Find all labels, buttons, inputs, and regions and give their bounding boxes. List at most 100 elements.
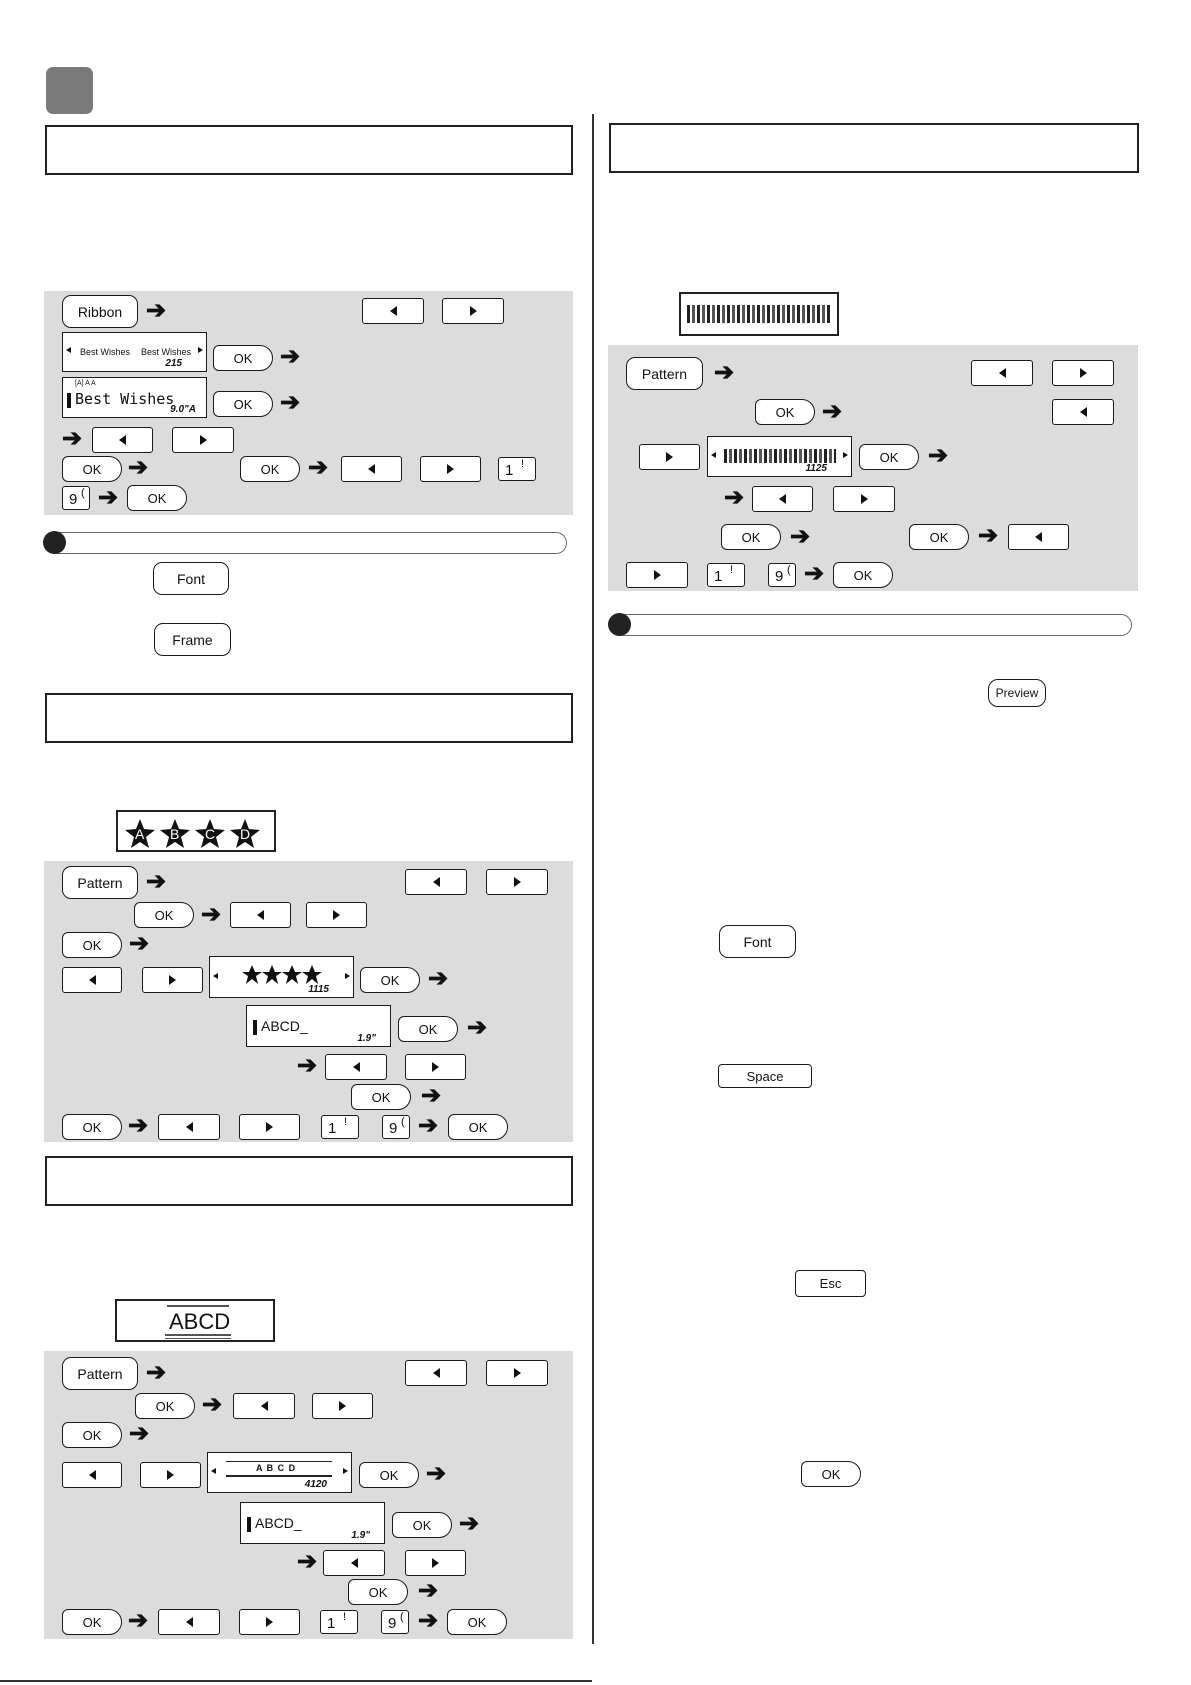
ok-key[interactable]: OK [240,456,300,482]
right-cursor-key[interactable] [405,1054,466,1080]
line-text-screen: ABCD_ 1.9" [240,1502,385,1544]
right-cursor-key[interactable] [442,298,504,324]
left-cursor-key[interactable] [405,1360,467,1386]
right-triangle-icon [447,464,454,474]
ok-key-label: OK [380,972,400,988]
font-key[interactable]: Font [153,562,229,595]
ok-key[interactable]: OK [62,1609,122,1635]
key-1[interactable]: 1! [320,1610,358,1634]
left-cursor-key[interactable] [1008,524,1069,550]
key-1[interactable]: 1! [707,563,745,587]
left-cursor-key[interactable] [62,967,122,993]
pattern-key[interactable]: Pattern [62,1357,138,1390]
key-1-alt-label: ! [730,564,734,576]
ok-key[interactable]: OK [833,562,893,588]
ok-key[interactable]: OK [348,1579,408,1605]
font-key[interactable]: Font [719,925,796,958]
ok-key[interactable]: OK [448,1114,508,1140]
key-9[interactable]: 9( [768,563,796,587]
arrow-icon: ➔ [202,1391,223,1418]
right-cursor-key[interactable] [639,444,700,470]
ribbon-key[interactable]: Ribbon [62,295,138,328]
ok-key[interactable]: OK [398,1016,458,1042]
left-cursor-key[interactable] [971,360,1033,386]
left-cursor-key[interactable] [92,427,153,453]
ok-key[interactable]: OK [801,1461,861,1487]
left-triangle-icon [352,1062,360,1072]
ok-key[interactable]: OK [360,967,420,993]
ok-key[interactable]: OK [135,1393,195,1419]
left-cursor-key[interactable] [405,869,467,895]
ok-key[interactable]: OK [134,902,194,928]
left-cursor-key[interactable] [752,486,813,512]
left-cursor-key[interactable] [233,1393,295,1419]
ok-key[interactable]: OK [359,1462,419,1488]
right-cursor-key[interactable] [140,1462,201,1488]
key-1[interactable]: 1! [321,1115,359,1139]
space-key[interactable]: Space [718,1064,812,1088]
frame-key[interactable]: Frame [154,623,231,656]
pattern-key[interactable]: Pattern [62,866,138,899]
preview-key[interactable]: Preview [988,679,1046,707]
right-cursor-key[interactable] [626,562,688,588]
star-text-length: 1.9" [357,1033,376,1044]
ok-key[interactable]: OK [62,932,122,958]
key-9[interactable]: 9( [381,1610,409,1634]
ok-key[interactable]: OK [859,444,919,470]
ok-key-label: OK [154,907,174,923]
arrow-icon: ➔ [978,522,999,549]
left-cursor-key[interactable] [158,1114,220,1140]
ok-key[interactable]: OK [62,1422,122,1448]
left-cursor-key[interactable] [325,1054,387,1080]
ok-key[interactable]: OK [392,1512,452,1538]
left-cursor-key[interactable] [62,1462,122,1488]
font-key-label: Font [743,933,772,950]
line-text-value: ABCD_ [255,1515,302,1531]
ok-key[interactable]: OK [213,345,273,371]
pattern-key[interactable]: Pattern [626,357,703,390]
right-cursor-key[interactable] [172,427,234,453]
key-1-label: 1 [328,1120,337,1137]
left-cursor-key[interactable] [230,902,291,928]
ok-key[interactable]: OK [721,524,781,550]
arrow-icon: ➔ [128,1112,149,1139]
right-cursor-key[interactable] [486,869,548,895]
ok-key[interactable]: OK [127,485,187,511]
right-cursor-key[interactable] [306,902,367,928]
right-triangle-icon [513,1368,521,1378]
left-cursor-key[interactable] [323,1550,385,1576]
left-cursor-key[interactable] [158,1609,220,1635]
right-cursor-key[interactable] [142,967,203,993]
left-cursor-key[interactable] [1052,399,1114,425]
ok-key[interactable]: OK [909,524,969,550]
arrow-icon: ➔ [790,523,811,550]
key-1[interactable]: 1! [498,457,536,481]
right-cursor-key[interactable] [239,1114,300,1140]
ok-key[interactable]: OK [62,1114,122,1140]
right-cursor-key[interactable] [239,1609,300,1635]
right-cursor-key[interactable] [420,456,481,482]
right-cursor-key[interactable] [486,1360,548,1386]
right-cursor-key[interactable] [833,486,895,512]
star-icon [230,819,260,848]
ribbon-key-label: Ribbon [77,303,123,320]
key-9[interactable]: 9( [62,486,90,510]
lace-preview-number: 1125 [805,463,827,474]
ok-key[interactable]: OK [213,391,273,417]
left-triangle-icon [432,877,440,887]
esc-key[interactable]: Esc [795,1270,866,1297]
line-decoration [165,1334,231,1336]
key-9[interactable]: 9( [382,1115,410,1139]
ok-key[interactable]: OK [447,1609,507,1635]
right-cursor-key[interactable] [1052,360,1114,386]
hint-bar [608,613,1132,636]
ok-key[interactable]: OK [62,456,122,482]
left-cursor-key[interactable] [362,298,424,324]
ok-key[interactable]: OK [351,1084,411,1110]
left-triangle-icon [432,1368,440,1378]
ok-key[interactable]: OK [755,399,815,425]
left-cursor-key[interactable] [341,456,402,482]
right-cursor-key[interactable] [405,1550,466,1576]
right-cursor-key[interactable] [312,1393,373,1419]
left-triangle-icon [1079,407,1087,417]
